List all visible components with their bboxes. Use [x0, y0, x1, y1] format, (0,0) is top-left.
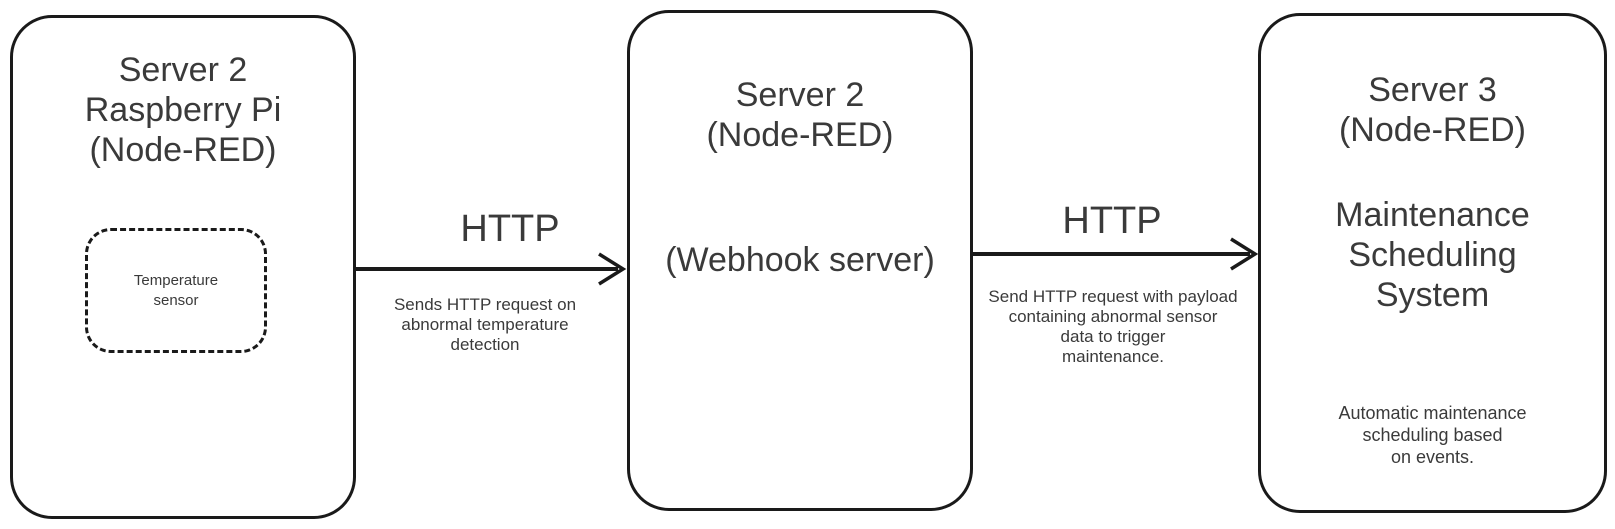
node-server3-maintenance: Server 3 (Node-RED) Maintenance Scheduli…: [1258, 13, 1607, 513]
arrow-description-1: Sends HTTP request on abnormal temperatu…: [393, 295, 577, 354]
temperature-sensor-label: Temperature sensor: [133, 271, 219, 309]
http-arrow-2: [973, 237, 1259, 271]
node-subtitle: Maintenance Scheduling System: [1335, 196, 1530, 314]
http-protocol-label-1: HTTP: [460, 208, 560, 250]
http-arrow-1: [356, 252, 627, 286]
http-protocol-label-2: HTTP: [1062, 200, 1162, 242]
node-title: Server 3 (Node-RED): [1338, 71, 1527, 149]
temperature-sensor-box: Temperature sensor: [85, 228, 267, 353]
node-server2-webhook: Server 2 (Node-RED) (Webhook server): [627, 10, 973, 511]
node-title: Server 2 Raspberry Pi (Node-RED): [84, 51, 282, 169]
node-subtitle: (Webhook server): [665, 241, 935, 279]
node-note: Automatic maintenance scheduling based o…: [1338, 403, 1527, 467]
node-server2-raspberry-pi: Server 2 Raspberry Pi (Node-RED) Tempera…: [10, 15, 356, 519]
arrow-description-2: Send HTTP request with payload containin…: [988, 287, 1238, 366]
node-title: Server 2 (Node-RED): [706, 76, 894, 154]
